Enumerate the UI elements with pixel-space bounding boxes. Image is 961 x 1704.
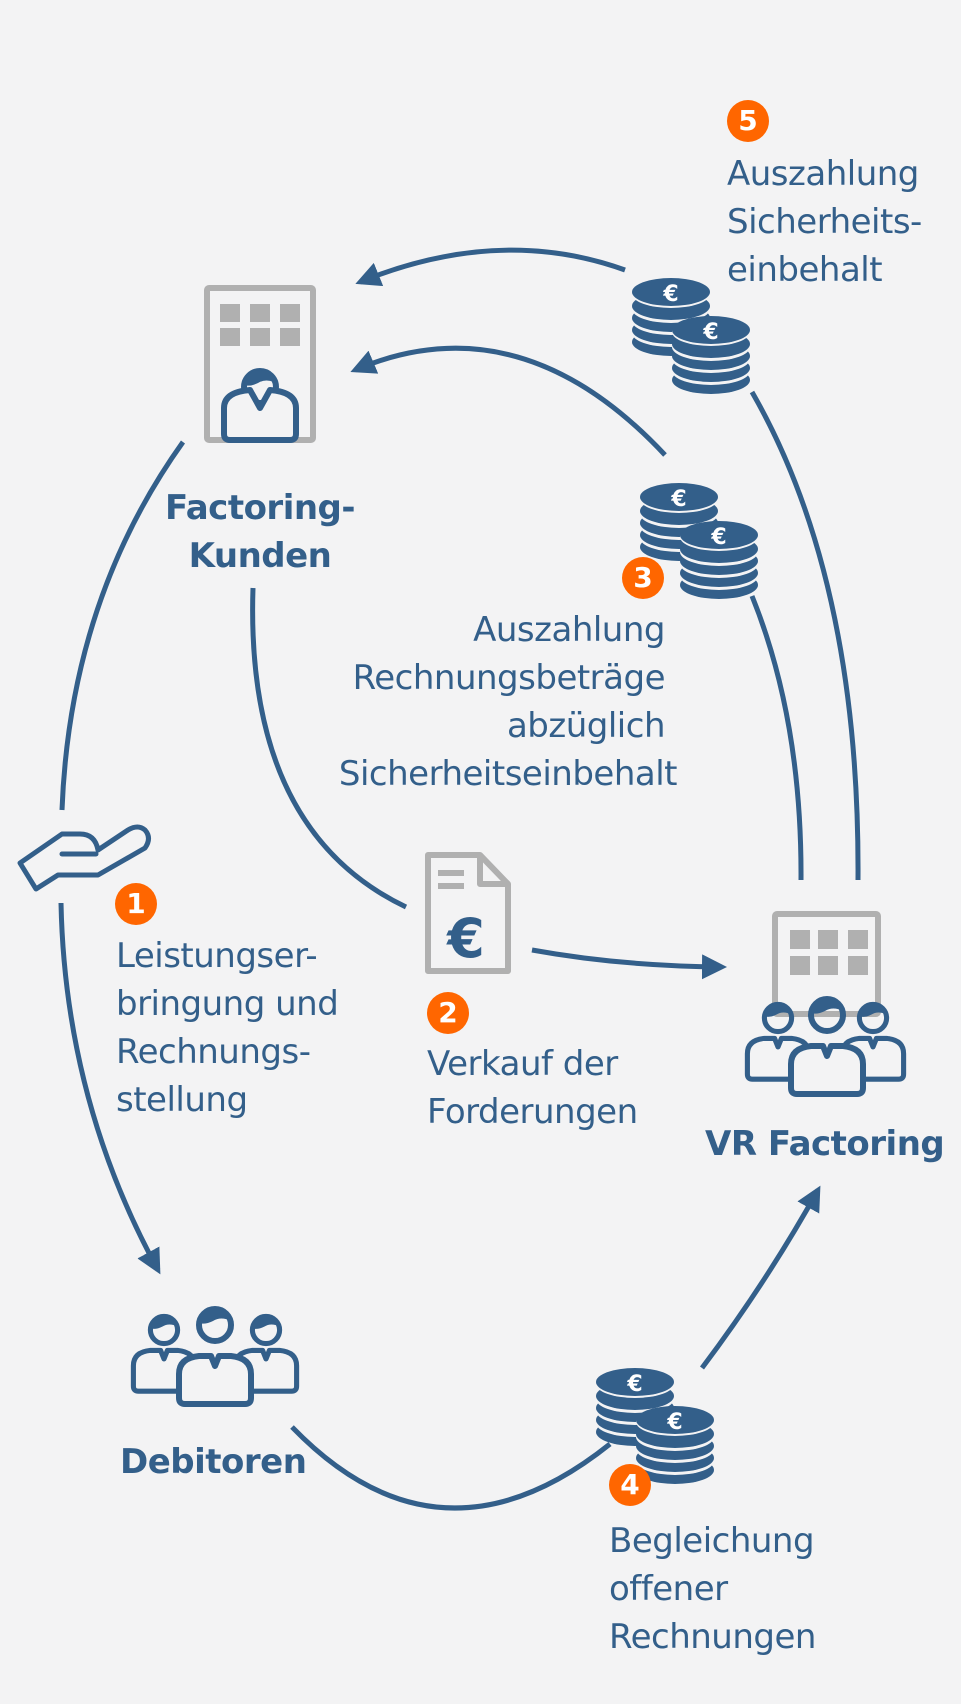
step-text-2: Verkauf der Forderungen xyxy=(427,1044,638,1132)
building-group-icon xyxy=(747,911,903,1094)
actor-label-vr: VR Factoring xyxy=(705,1124,945,1164)
step-badge-3: 3 xyxy=(622,557,664,599)
arrow-payout-invoices xyxy=(350,345,667,457)
people-group-icon xyxy=(133,1308,296,1404)
arrow-payment-to-vr xyxy=(699,1185,821,1370)
building-person-icon xyxy=(204,285,316,443)
line-vr-to-coins-3 xyxy=(749,595,804,881)
line-customer-to-invoice xyxy=(250,587,408,910)
step-badge-4: 4 xyxy=(609,1464,651,1506)
actor-label-debtors: Debitoren xyxy=(120,1442,307,1482)
euro-coins-icon-step4 xyxy=(596,1368,714,1484)
step-badge-1: 1 xyxy=(115,883,157,925)
arrow-payout-retention xyxy=(355,247,626,287)
euro-coins-icon-step5 xyxy=(632,278,750,394)
hand-icon xyxy=(17,824,151,892)
step-badge-5: 5 xyxy=(727,100,769,142)
line-vr-to-coins-5 xyxy=(749,390,861,881)
step-badge-2: 2 xyxy=(427,992,469,1034)
arrow-invoice-to-vr xyxy=(531,947,727,980)
actor-label-customer: Factoring- Kunden xyxy=(164,488,356,576)
step-text-1: Leistungser- bringung und Rechnungs- ste… xyxy=(116,936,339,1120)
step-text-4: Begleichung offener Rechnungen xyxy=(609,1521,816,1657)
line-customer-to-hand xyxy=(59,440,186,811)
step-text-3: Auszahlung Rechnungsbeträge abzüglich Si… xyxy=(338,610,678,794)
step-text-5: Auszahlung Sicherheits- einbehalt xyxy=(727,154,922,290)
line-debtors-to-coins-4 xyxy=(290,1425,612,1511)
svg-text:€: € xyxy=(445,907,485,970)
arrow-service-to-debtors xyxy=(58,902,161,1275)
invoice-euro-icon: € xyxy=(425,852,511,974)
